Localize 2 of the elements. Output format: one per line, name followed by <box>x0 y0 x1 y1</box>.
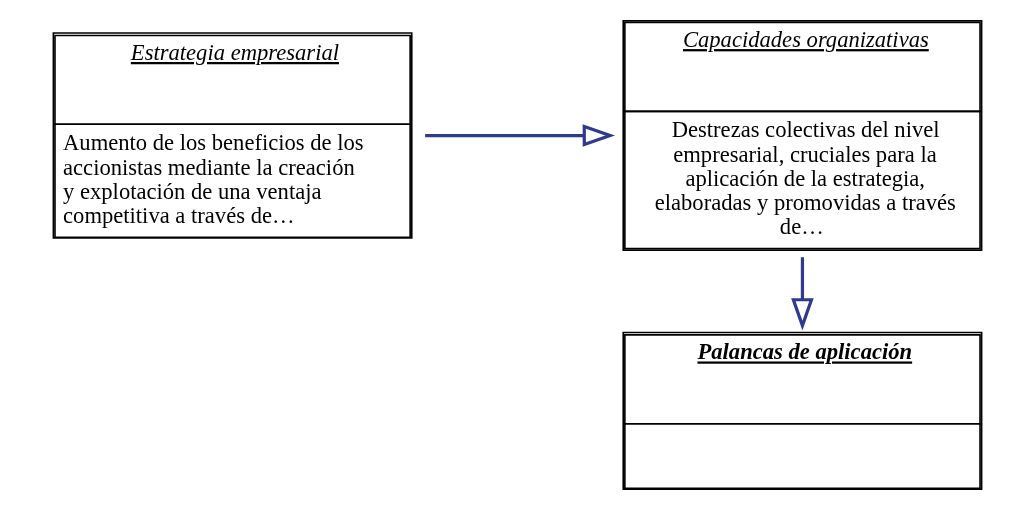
arrow <box>790 257 814 331</box>
arrow <box>424 124 615 147</box>
